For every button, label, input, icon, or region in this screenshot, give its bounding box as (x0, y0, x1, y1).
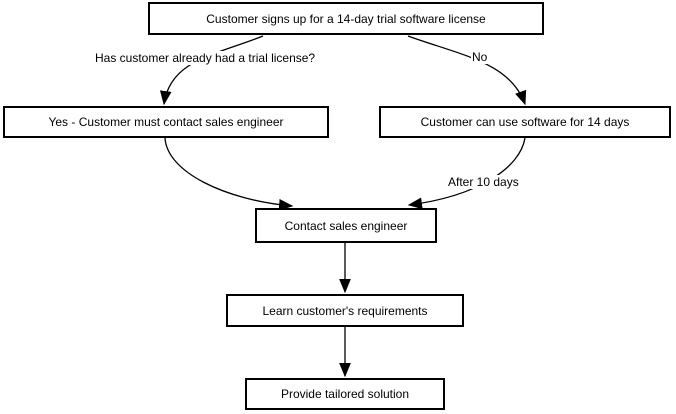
node-provide-solution-label: Provide tailored solution (280, 387, 410, 401)
node-contact-sales-engineer: Contact sales engineer (255, 208, 437, 243)
edge-signup-to-yes-arrow (159, 35, 264, 106)
node-signup-label: Customer signs up for a 14-day trial sof… (206, 11, 486, 26)
node-use-software-14-days: Customer can use software for 14 days (379, 106, 671, 138)
node-yes-contact-sales: Yes - Customer must contact sales engine… (3, 106, 329, 138)
node-learn-requirements-label: Learn customer's requirements (262, 303, 428, 318)
edge-label-trial-question: Has customer already had a trial license… (94, 51, 317, 65)
edge-yes-to-contact-arrow (164, 137, 294, 211)
edge-label-after-10-days: After 10 days (447, 175, 520, 189)
node-contact-sales-engineer-label: Contact sales engineer (284, 218, 408, 233)
node-use-software-14-days-label: Customer can use software for 14 days (420, 115, 630, 129)
node-learn-requirements: Learn customer's requirements (226, 294, 464, 327)
node-yes-contact-sales-label: Yes - Customer must contact sales engine… (48, 115, 284, 129)
node-provide-solution: Provide tailored solution (245, 378, 445, 410)
edge-signup-to-no-arrow (407, 35, 527, 106)
edge-after-10-days-arrow (407, 137, 526, 210)
node-signup: Customer signs up for a 14-day trial sof… (148, 2, 544, 35)
edge-label-no: No (471, 50, 489, 64)
